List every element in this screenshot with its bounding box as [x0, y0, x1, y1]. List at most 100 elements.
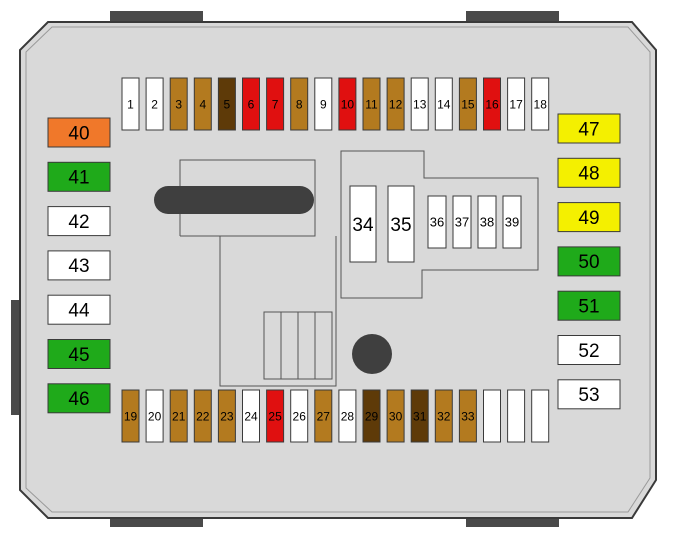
fuse-right-7-body — [557, 379, 621, 410]
fuse-right-2-label: 48 — [578, 164, 599, 185]
fuse-bottom-5-body — [217, 389, 236, 443]
fuse-bottom-13-label: 31 — [413, 409, 427, 423]
fuse-left-5: 44 — [47, 294, 111, 325]
fuse-bottom-8: 26 — [290, 389, 309, 443]
fuse-right-4-label: 50 — [578, 252, 599, 273]
relay-small-2: 37 — [452, 195, 472, 249]
fuse-bottom-10-body — [338, 389, 357, 443]
fuse-bottom-2: 20 — [145, 389, 164, 443]
fuse-bottom-15-label: 33 — [461, 409, 475, 423]
relay-small-3-body — [477, 195, 497, 249]
fuse-left-4: 43 — [47, 250, 111, 281]
fuse-right-1: 47 — [557, 113, 621, 144]
latch-top-left — [110, 11, 203, 23]
fuse-left-3-body — [47, 206, 111, 237]
fuse-top-17-label: 17 — [509, 97, 523, 111]
fuse-bottom-11-body — [362, 389, 381, 443]
fuse-bottom-2-label: 20 — [148, 409, 162, 423]
fuse-right-7: 53 — [557, 379, 621, 410]
fuse-top-9-label: 9 — [320, 97, 327, 111]
fuse-bottom-7-body — [266, 389, 285, 443]
fuse-top-10: 10 — [338, 77, 357, 131]
relay-small-2-body — [452, 195, 472, 249]
relay-bay-outline — [340, 150, 539, 299]
fuse-left-5-label: 44 — [68, 301, 90, 322]
relay-large-2: 35 — [387, 185, 415, 263]
fuse-bottom-4-label: 22 — [196, 409, 210, 423]
fuse-top-9-body — [314, 77, 333, 131]
fuse-right-6-label: 52 — [578, 341, 599, 362]
fuse-bottom-5-label: 23 — [220, 409, 234, 423]
center-outline-lower — [219, 236, 337, 387]
fuse-top-14: 14 — [434, 77, 453, 131]
fuse-bottom-13: 31 — [410, 389, 429, 443]
fuse-top-16: 16 — [483, 77, 501, 131]
fuse-bottom-14: 32 — [434, 389, 453, 443]
fuse-bottom-16 — [483, 389, 501, 443]
fuse-bottom-1-label: 19 — [124, 409, 138, 423]
fuse-top-7-body — [266, 77, 285, 131]
fuse-right-6-body — [557, 335, 621, 365]
fuse-bottom-7: 25 — [266, 389, 285, 443]
fuse-top-1-label: 1 — [127, 97, 134, 111]
fuse-bottom-9-body — [314, 389, 333, 443]
fuse-left-6-body — [47, 339, 111, 369]
fuse-top-12-label: 12 — [389, 97, 403, 111]
fuse-left-6: 45 — [47, 339, 111, 369]
fuse-top-6-label: 6 — [248, 97, 255, 111]
fuse-top-7: 7 — [266, 77, 285, 131]
fuse-top-11-label: 11 — [365, 97, 378, 111]
fuse-bottom-6-label: 24 — [244, 409, 258, 423]
fuse-left-7-label: 46 — [68, 389, 89, 410]
fuse-top-12: 12 — [386, 77, 405, 131]
fuse-bottom-1-body — [121, 389, 140, 443]
fuse-bottom-12-label: 30 — [389, 409, 403, 423]
relay-large-1-label: 34 — [352, 215, 374, 236]
fuse-bottom-2-body — [145, 389, 164, 443]
fuse-bottom-5: 23 — [217, 389, 236, 443]
fuse-bottom-14-body — [434, 389, 453, 443]
fuse-bottom-12: 30 — [386, 389, 405, 443]
fuse-top-10-body — [338, 77, 357, 131]
fuse-bottom-8-label: 26 — [293, 409, 307, 423]
fuse-bottom-3-body — [169, 389, 188, 443]
fuse-top-6: 6 — [242, 77, 260, 131]
fuse-top-13-label: 13 — [413, 97, 427, 111]
relay-small-1: 36 — [427, 195, 447, 249]
fuse-top-17: 17 — [507, 77, 526, 131]
fuse-bottom-11: 29 — [362, 389, 381, 443]
fuse-bottom-17-body — [507, 389, 526, 443]
fuse-bottom-6-body — [242, 389, 260, 443]
bus-bar — [154, 186, 314, 214]
fuse-bottom-17 — [507, 389, 526, 443]
relay-small-3-label: 38 — [480, 215, 494, 230]
fuse-top-4-body — [193, 77, 212, 131]
fuse-left-4-label: 43 — [68, 256, 89, 277]
fuse-top-10-label: 10 — [341, 97, 355, 111]
relay-small-1-body — [427, 195, 447, 249]
fuse-left-5-body — [47, 294, 111, 325]
fuse-top-1: 1 — [121, 77, 140, 131]
fuse-left-1-label: 40 — [68, 123, 89, 144]
fuse-bottom-3: 21 — [169, 389, 188, 443]
fuse-right-1-label: 47 — [578, 119, 599, 140]
fuse-left-4-body — [47, 250, 111, 281]
fuse-top-14-label: 14 — [437, 97, 451, 111]
fuse-bottom-10-label: 28 — [341, 409, 355, 423]
fuse-right-1-body — [557, 113, 621, 144]
fuse-left-2-body — [47, 161, 111, 192]
fuse-top-3: 3 — [169, 77, 188, 131]
fuse-right-6: 52 — [557, 335, 621, 365]
fuse-right-3: 49 — [557, 202, 621, 233]
relay-large-2-body — [387, 185, 415, 263]
fuse-top-16-label: 16 — [485, 97, 499, 111]
fuse-top-14-body — [434, 77, 453, 131]
fuse-top-5-body — [217, 77, 236, 131]
fuse-left-2-label: 41 — [68, 168, 89, 189]
